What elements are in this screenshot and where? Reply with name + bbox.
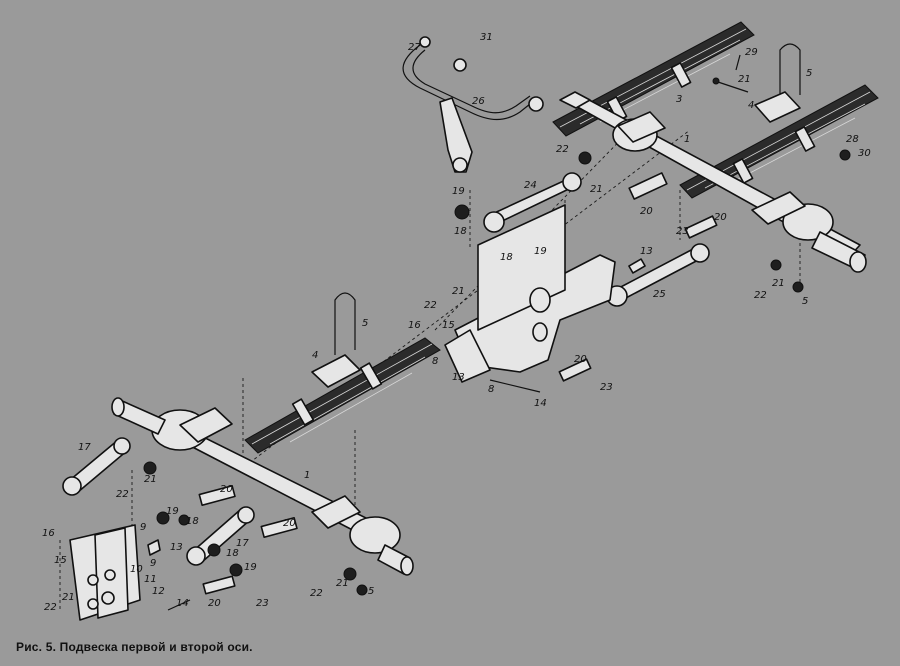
pins-center: [558, 149, 851, 382]
washers-front: [143, 461, 368, 596]
callout-28: 28: [846, 134, 859, 145]
callout-24: 24: [524, 180, 537, 191]
callout-20: 20: [208, 598, 221, 609]
callout-21: 21: [772, 278, 785, 289]
callout-9: 9: [140, 522, 146, 533]
callout-29: 29: [745, 47, 758, 58]
pins-front: [167, 484, 298, 611]
u-bolt-rear: [617, 43, 806, 225]
figure-caption: Рис. 5. Подвеска первой и второй оси.: [16, 640, 253, 654]
callout-22: 22: [754, 290, 767, 301]
callout-21: 21: [144, 474, 157, 485]
callout-22: 22: [556, 144, 569, 155]
callout-4: 4: [312, 350, 318, 361]
callout-18: 18: [186, 516, 199, 527]
callout-17: 17: [78, 442, 91, 453]
torque-rod-17-lower: [186, 506, 255, 566]
callout-14: 14: [176, 598, 189, 609]
callout-23: 23: [256, 598, 269, 609]
callout-16: 16: [42, 528, 55, 539]
stabilizer-bar: [402, 36, 544, 173]
callout-12: 12: [152, 586, 165, 597]
callout-10: 10: [130, 564, 143, 575]
callout-19: 19: [534, 246, 547, 257]
callout-21: 21: [336, 578, 349, 589]
callout-21: 21: [452, 286, 465, 297]
callout-13: 13: [170, 542, 183, 553]
callout-5: 5: [362, 318, 368, 329]
callout-13: 13: [452, 372, 465, 383]
callout-20: 20: [640, 206, 653, 217]
callout-19: 19: [452, 186, 465, 197]
callout-20: 20: [714, 212, 727, 223]
callout-27: 27: [408, 42, 421, 53]
callout-5: 5: [806, 68, 812, 79]
callout-8: 8: [488, 384, 494, 395]
callout-26: 26: [472, 96, 485, 107]
callout-1: 1: [304, 470, 310, 481]
callout-15: 15: [442, 320, 455, 331]
front-frame-bracket: [69, 524, 161, 621]
callout-17: 17: [236, 538, 249, 549]
callout-16: 16: [408, 320, 421, 331]
callout-30: 30: [858, 148, 871, 159]
bolt-upper-rear: [712, 54, 749, 93]
callout-22: 22: [424, 300, 437, 311]
reaction-rod-25: [606, 243, 710, 307]
leaf-spring-second-axle-lower: [679, 84, 879, 199]
u-bolt-front: [311, 292, 361, 388]
callout-21: 21: [738, 74, 751, 85]
callout-labels: 31 27 26 29 21 5 4 3 1 22 28 30 24 21 19…: [42, 32, 871, 613]
callout-23: 23: [600, 382, 613, 393]
callout-1: 1: [684, 134, 690, 145]
callout-18: 18: [454, 226, 467, 237]
callout-20: 20: [574, 354, 587, 365]
callout-25: 25: [653, 289, 666, 300]
callout-19: 19: [244, 562, 257, 573]
callout-22: 22: [116, 489, 129, 500]
callout-20: 20: [220, 484, 233, 495]
callout-22: 22: [310, 588, 323, 599]
first-axle-housing: [111, 397, 414, 576]
callout-20: 20: [283, 518, 296, 529]
callout-13: 13: [640, 246, 653, 257]
callout-4: 4: [748, 100, 754, 111]
callout-22: 22: [44, 602, 57, 613]
callout-8: 8: [432, 356, 438, 367]
callout-15: 15: [54, 555, 67, 566]
callout-18: 18: [226, 548, 239, 559]
callout-9: 9: [150, 558, 156, 569]
leaf-spring-first-axle: [244, 337, 441, 454]
callout-18: 18: [500, 252, 513, 263]
callout-5: 5: [368, 586, 374, 597]
callout-19: 19: [166, 506, 179, 517]
callout-21: 21: [62, 592, 75, 603]
torque-rod-17-upper: [62, 437, 131, 496]
center-bracket: [444, 204, 616, 393]
callout-21: 21: [590, 184, 603, 195]
callout-5: 5: [802, 296, 808, 307]
callout-11: 11: [144, 574, 157, 585]
callout-3: 3: [676, 94, 682, 105]
callout-14: 14: [534, 398, 547, 409]
callout-31: 31: [480, 32, 493, 43]
callout-23: 23: [676, 226, 689, 237]
